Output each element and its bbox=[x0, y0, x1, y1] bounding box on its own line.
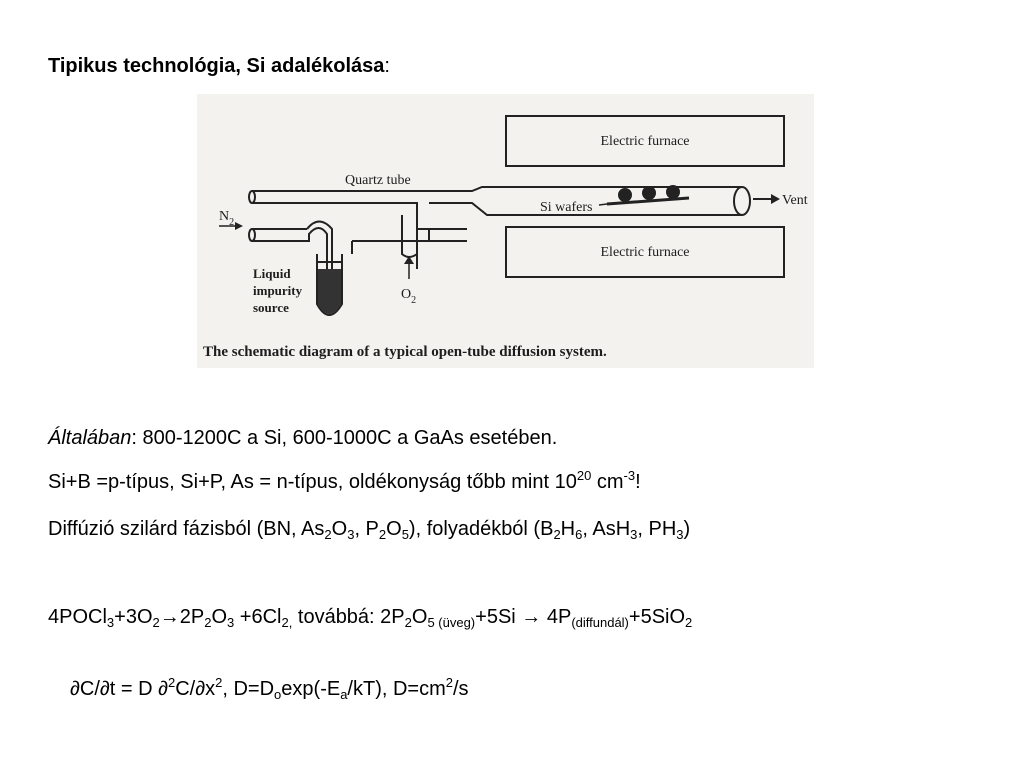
title-colon: : bbox=[384, 55, 390, 77]
line2-b: cm bbox=[591, 471, 624, 493]
title-text: Tipikus technológia, Si adalékolása bbox=[48, 55, 385, 77]
line4-s2: 2 bbox=[152, 615, 160, 631]
line2-c: ! bbox=[635, 471, 641, 493]
line3-p9: ) bbox=[683, 518, 691, 540]
n2-arrow-head bbox=[235, 222, 243, 230]
text-line-doping-types: Si+B =p-típus, Si+P, As = n-típus, oldék… bbox=[48, 468, 641, 496]
line1-rest: : 800-1200C a Si, 600-1000C a GaAs eseté… bbox=[131, 427, 558, 449]
line2-a: Si+B =p-típus, Si+P, As = n-típus, oldék… bbox=[48, 471, 577, 493]
diffusion-system-diagram: Electric furnace Electric furnace bbox=[197, 94, 814, 368]
quartz-tube bbox=[248, 186, 751, 284]
line3-s3: 2 bbox=[378, 527, 387, 543]
diagram-svg: Electric furnace Electric furnace bbox=[203, 115, 808, 360]
liquid-label-2: impurity bbox=[253, 283, 303, 298]
furnace-top-box bbox=[505, 115, 785, 167]
o2-label: O2 bbox=[401, 287, 416, 306]
o2-arrow-head bbox=[404, 256, 414, 264]
line5-p5: /kT), D=cm bbox=[347, 678, 446, 700]
line1-italic: Általában bbox=[48, 427, 132, 449]
line5-p3: , D=D bbox=[222, 678, 275, 700]
line4-p9: +5SiO bbox=[628, 606, 686, 628]
line3-s4: 5 bbox=[401, 527, 409, 543]
line5-e1: 2 bbox=[168, 675, 176, 691]
text-line-diffusion-sources: Diffúzió szilárd fázisból (BN, As2O3, P2… bbox=[48, 515, 690, 543]
line2-exp2: -3 bbox=[623, 468, 636, 484]
line3-s5: 2 bbox=[553, 527, 561, 543]
wafer-1 bbox=[618, 188, 632, 202]
wafer-3 bbox=[666, 185, 680, 199]
line3-p3: , P bbox=[354, 518, 379, 540]
line4-p2: +3O bbox=[114, 606, 153, 628]
line5-s1: o bbox=[274, 687, 282, 703]
si-wafers-pointer bbox=[598, 202, 616, 206]
wafer-boat bbox=[606, 196, 690, 206]
slide-title: Tipikus technológia, Si adalékolása: bbox=[48, 52, 390, 80]
line3-s2: 3 bbox=[347, 527, 355, 543]
furnace-bottom-label: Electric furnace bbox=[601, 245, 690, 260]
si-wafers-label: Si wafers bbox=[540, 200, 593, 215]
line3-p5: ), folyadékból (B bbox=[408, 518, 554, 540]
line5-p6: /s bbox=[453, 678, 469, 700]
line3-s6: 6 bbox=[575, 527, 583, 543]
line4-s9: 2 bbox=[685, 615, 693, 631]
line5-e2: 2 bbox=[215, 675, 223, 691]
test-tube-outline bbox=[316, 254, 343, 316]
diagram-caption: The schematic diagram of a typical open-… bbox=[203, 344, 607, 360]
line4-s6: 2 bbox=[404, 615, 412, 631]
vent-arrow-head bbox=[771, 194, 780, 204]
line3-p6: H bbox=[560, 518, 576, 540]
vent-label: Vent bbox=[782, 193, 808, 208]
line5-p2: C/∂x bbox=[175, 678, 216, 700]
liquid-impurity-fill bbox=[318, 269, 341, 314]
line3-p2: O bbox=[331, 518, 348, 540]
line4-s4: 3 bbox=[227, 615, 235, 631]
line3-s7: 3 bbox=[630, 527, 638, 543]
line4-p1: 4POCl bbox=[48, 606, 107, 628]
line4-p7: O bbox=[411, 606, 428, 628]
line4-s5: 2, bbox=[281, 615, 293, 631]
line4-p3: →2P bbox=[159, 606, 205, 628]
line3-p8: , PH bbox=[637, 518, 677, 540]
wafer-2 bbox=[642, 186, 656, 200]
furnace-top-label: Electric furnace bbox=[601, 134, 690, 149]
line4-s8: (diffundál) bbox=[571, 615, 629, 631]
n2-label: N2 bbox=[219, 209, 234, 228]
line4-p8: +5Si → 4P bbox=[475, 606, 572, 628]
text-line-temperatures: Általában: 800-1200C a Si, 600-1000C a G… bbox=[48, 424, 557, 452]
liquid-label-3: source bbox=[253, 300, 289, 315]
line3-s8: 3 bbox=[676, 527, 684, 543]
furnace-bottom-box bbox=[505, 226, 785, 278]
line5-e3: 2 bbox=[445, 675, 453, 691]
quartz-tube-label: Quartz tube bbox=[345, 173, 411, 188]
line4-p6: továbbá: 2P bbox=[292, 606, 405, 628]
line3-p1: Diffúzió szilárd fázisból (BN, As bbox=[48, 518, 325, 540]
line3-p7: , AsH bbox=[582, 518, 631, 540]
line4-s1: 3 bbox=[106, 615, 115, 631]
text-line-reaction: 4POCl3+3O2→2P2O3 +6Cl2, továbbá: 2P2O5 (… bbox=[48, 603, 692, 631]
line4-p4: O bbox=[211, 606, 227, 628]
line2-exp1: 20 bbox=[576, 468, 592, 484]
line5-p1: ∂C/∂t = D ∂ bbox=[70, 678, 168, 700]
text-line-diffusion-equation: ∂C/∂t = D ∂2C/∂x2, D=Doexp(-Ea/kT), D=cm… bbox=[70, 675, 469, 703]
liquid-label-1: Liquid bbox=[253, 266, 291, 281]
line4-s7: 5 (üveg) bbox=[427, 615, 476, 631]
line5-s2: a bbox=[340, 687, 348, 703]
line4-s3: 2 bbox=[204, 615, 212, 631]
line4-p5: +6Cl bbox=[234, 606, 282, 628]
line5-p4: exp(-E bbox=[281, 678, 341, 700]
line3-s1: 2 bbox=[324, 527, 332, 543]
line3-p4: O bbox=[386, 518, 402, 540]
